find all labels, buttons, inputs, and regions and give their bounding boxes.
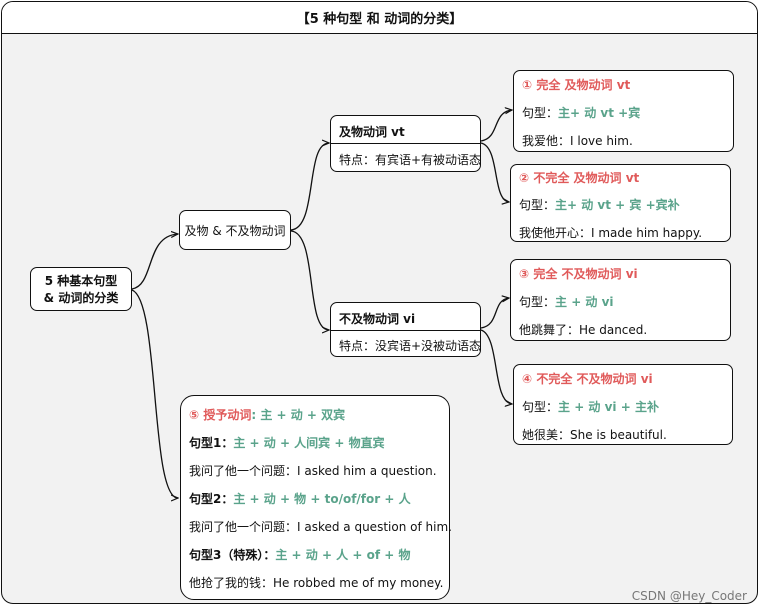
pattern-3-formula-pattern: 主 + 动 vi — [555, 295, 614, 309]
edge-branch-to-vi — [290, 230, 329, 330]
pattern-3-node: ③ 完全 不及物动词 vi 句型：主 + 动 vi 他跳舞了：He danced… — [510, 259, 731, 341]
pattern-4-formula-label: 句型： — [522, 400, 559, 414]
pattern-1-heading: ① 完全 及物动词 vt — [522, 78, 631, 92]
edge-vt-to-p1 — [480, 110, 512, 142]
pattern-1-formula-label: 句型： — [522, 106, 559, 120]
pattern-3-formula: 句型：主 + 动 vi — [519, 293, 614, 310]
pattern-2-node: ② 不完全 及物动词 vt 句型：主+ 动 vt + 宾 +宾补 我使他开心：I… — [510, 164, 731, 242]
vt-feature: 特点：有宾语+有被动语态 — [339, 153, 482, 167]
vi-title: 不及物动词 vi — [339, 312, 416, 326]
pattern-5-type-1-pattern: 主 + 动 + 人间宾 + 物直宾 — [233, 436, 385, 450]
pattern-3-formula-label: 句型： — [519, 295, 556, 309]
pattern-5-heading-formula: : 主 + 动 + 双宾 — [251, 408, 346, 422]
edge-vt-to-p2 — [480, 142, 509, 202]
pattern-5-type-3-pattern: 主 + 动 + 人 + of + 物 — [275, 548, 411, 562]
pattern-5-type-1-label: 句型1： — [189, 436, 234, 450]
vi-feature: 特点：没宾语+没被动语态 — [339, 339, 482, 353]
pattern-2-formula-pattern: 主+ 动 vt + 宾 +宾补 — [555, 198, 680, 212]
pattern-4-node: ④ 不完全 不及物动词 vi 句型：主 + 动 vi + 主补 她很美：She … — [513, 364, 733, 445]
pattern-5-type-2-label: 句型2： — [189, 492, 234, 506]
pattern-3-example: 他跳舞了：He danced. — [519, 323, 648, 337]
pattern-2-formula-label: 句型： — [519, 198, 556, 212]
pattern-5-heading-title: ⑤ 授予动词 — [189, 408, 252, 422]
vt-node: 及物动词 vt 特点：有宾语+有被动语态 — [330, 115, 481, 172]
pattern-2-formula: 句型：主+ 动 vt + 宾 +宾补 — [519, 196, 680, 213]
pattern-5-type-2-pattern: 主 + 动 + 物 + to/of/for + 人 — [233, 492, 411, 506]
pattern-5-type-3-example: 他抢了我的钱：He robbed me of my money. — [189, 576, 444, 590]
pattern-3-heading: ③ 完全 不及物动词 vi — [519, 267, 638, 281]
pattern-4-formula-pattern: 主 + 动 vi + 主补 — [558, 400, 659, 414]
pattern-5-heading: ⑤ 授予动词: 主 + 动 + 双宾 — [189, 406, 345, 423]
pattern-4-formula: 句型：主 + 动 vi + 主补 — [522, 398, 659, 415]
edge-vi-to-p3 — [480, 298, 509, 329]
root-node: 5 种基本句型 & 动词的分类 — [30, 267, 132, 311]
pattern-2-heading: ② 不完全 及物动词 vt — [519, 171, 640, 185]
pattern-5-type-3: 句型3（特殊）：主 + 动 + 人 + of + 物 — [189, 546, 410, 563]
pattern-2-example: 我使他开心：I made him happy. — [519, 226, 703, 240]
edge-root-to-branch — [131, 234, 178, 290]
edge-vi-to-p4 — [480, 329, 512, 404]
pattern-1-formula-pattern: 主+ 动 vt +宾 — [558, 106, 641, 120]
pattern-5-type-2: 句型2：主 + 动 + 物 + to/of/for + 人 — [189, 490, 411, 507]
diagram-title: 【5 种句型 和 动词的分类】 — [2, 2, 757, 34]
pattern-1-node: ① 完全 及物动词 vt 句型：主+ 动 vt +宾 我爱他：I love hi… — [513, 70, 734, 152]
vt-divider — [331, 143, 480, 144]
pattern-5-type-1: 句型1：主 + 动 + 人间宾 + 物直宾 — [189, 434, 385, 451]
transitivity-node-label: 及物 & 不及物动词 — [184, 223, 286, 238]
watermark: CSDN @Hey_Coder — [631, 589, 747, 603]
pattern-4-example: 她很美：She is beautiful. — [522, 428, 667, 442]
root-node-line2: & 动词的分类 — [43, 291, 119, 305]
edge-root-to-p5 — [131, 289, 178, 498]
vi-node: 不及物动词 vi 特点：没宾语+没被动语态 — [330, 302, 481, 357]
vt-title: 及物动词 vt — [339, 125, 405, 139]
pattern-5-type-1-example: 我问了他一个问题：I asked him a question. — [189, 464, 437, 478]
pattern-5-type-2-example: 我问了他一个问题：I asked a question of him. — [189, 520, 452, 534]
pattern-5-type-3-label: 句型3（特殊）： — [189, 548, 276, 562]
pattern-1-example: 我爱他：I love him. — [522, 134, 633, 148]
pattern-1-formula: 句型：主+ 动 vt +宾 — [522, 104, 640, 121]
root-node-line1: 5 种基本句型 — [44, 274, 118, 288]
pattern-5-node: ⑤ 授予动词: 主 + 动 + 双宾 句型1：主 + 动 + 人间宾 + 物直宾… — [180, 395, 452, 600]
vi-divider — [331, 330, 480, 331]
edge-branch-to-vt — [290, 143, 329, 231]
transitivity-node: 及物 & 不及物动词 — [179, 210, 291, 250]
pattern-4-heading: ④ 不完全 不及物动词 vi — [522, 372, 653, 386]
